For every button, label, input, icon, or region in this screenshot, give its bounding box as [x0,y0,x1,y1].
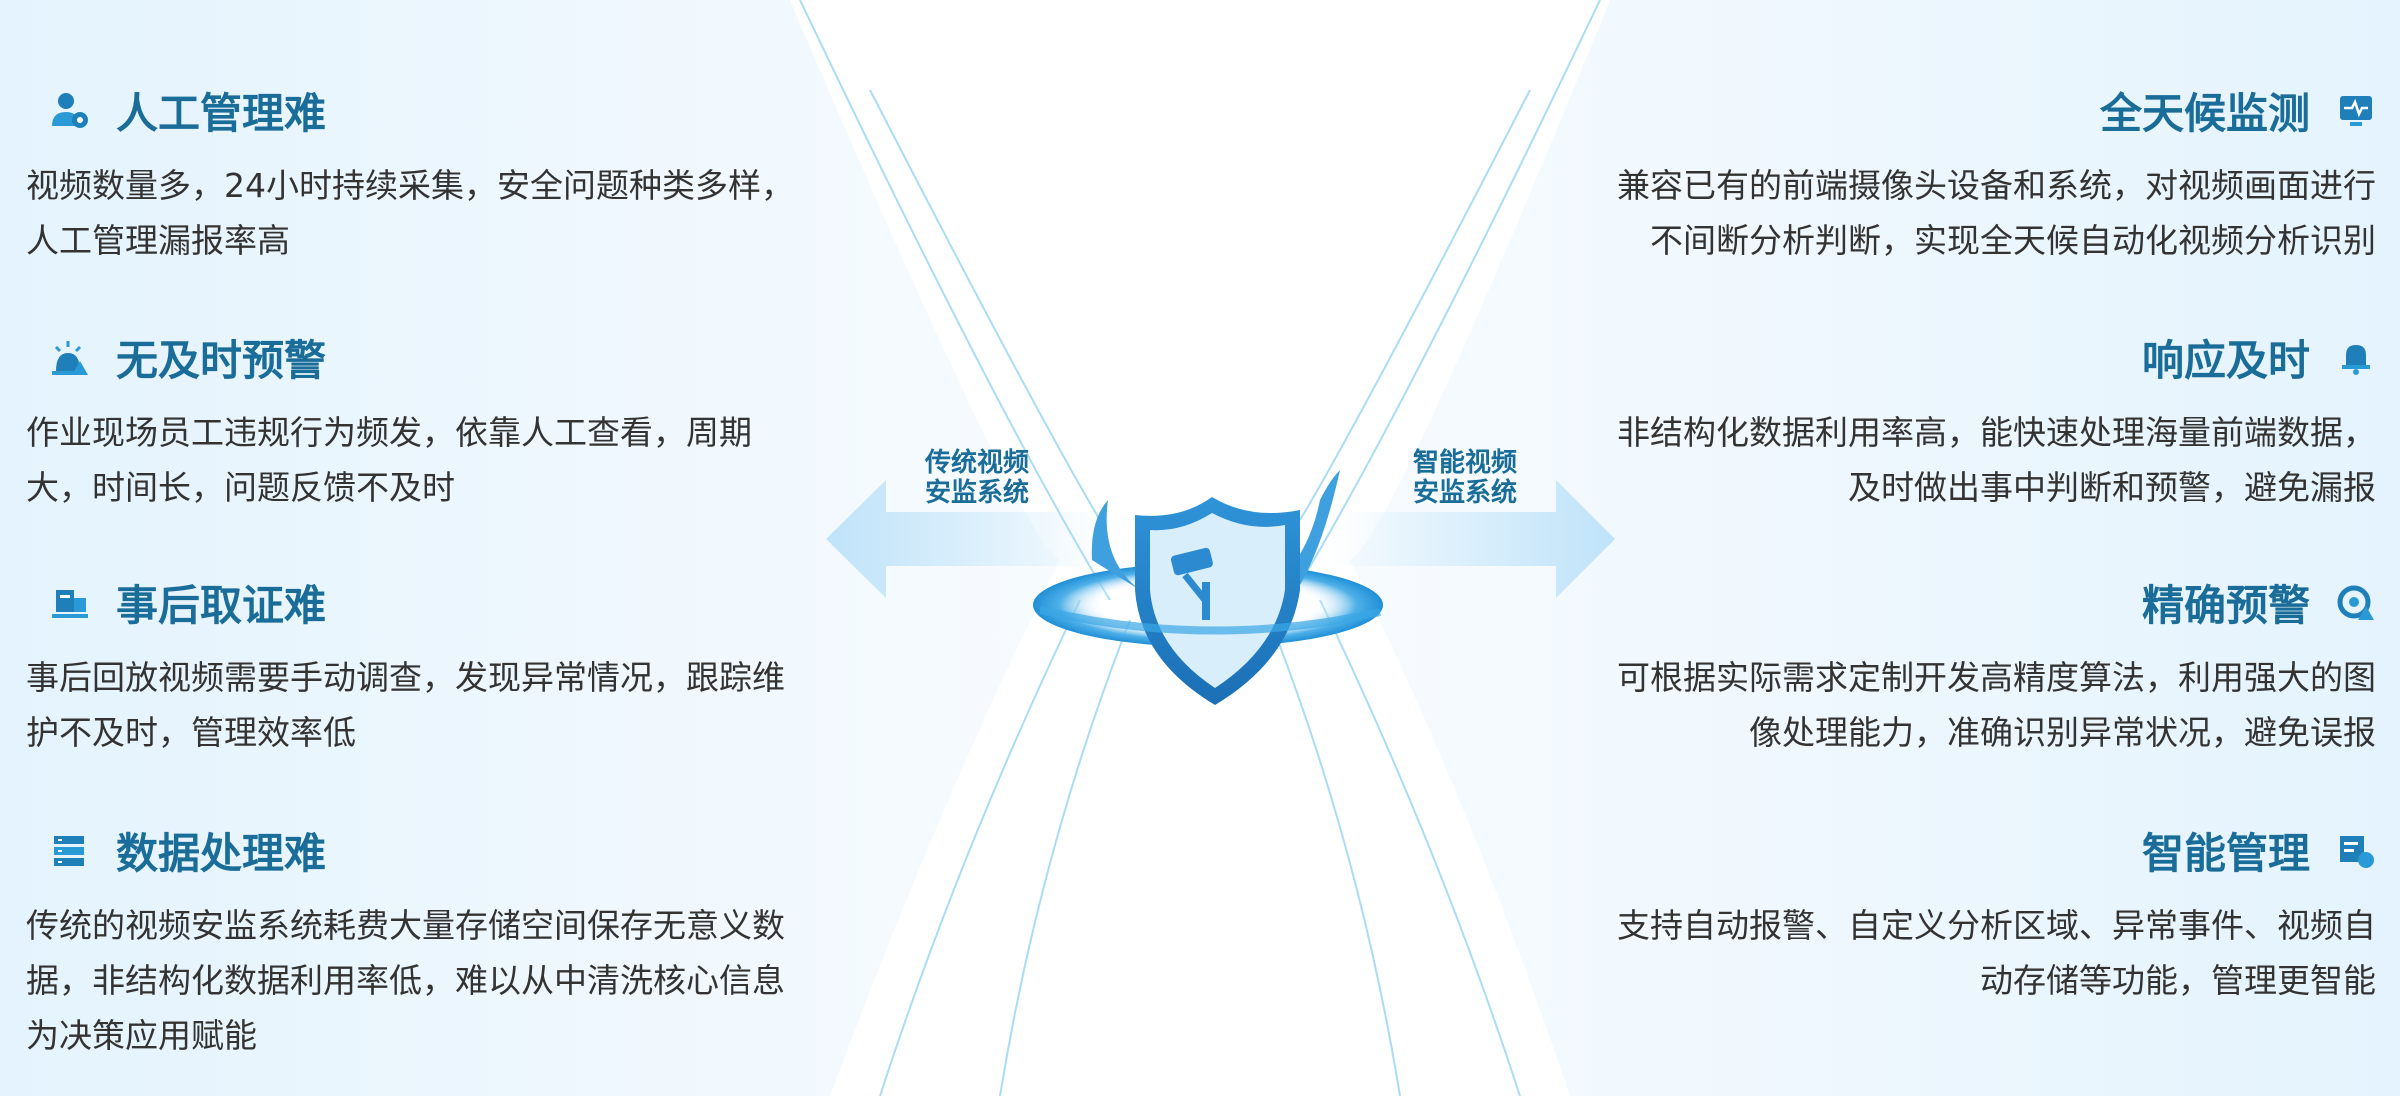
smart-system-label: 智能视频 安监系统 [1413,448,1518,508]
alarm-warning-icon [52,341,88,375]
user-gear-icon [52,93,88,128]
pain-point-manual-management: 人工管理难 视频数量多，24小时持续采集，安全问题种类多样，人工管理漏报率高 [26,88,794,261]
pain-point-no-warning: 无及时预警 作业现场员工违规行为频发，依靠人工查看，周期大，时间长，问题反馈不及… [26,335,752,508]
left-arrow [826,480,1110,598]
advantage-smart-management: 智能管理 支持自动报警、自定义分析区域、异常事件、视频自动存储等功能，管理更智能 [1617,828,2376,1001]
pain-point-data-processing: 数据处理难 传统的视频安监系统耗费大量存储空间保存无意义数据，非结构化数据利用率… [26,828,785,1056]
smart-manage-icon [2340,836,2374,868]
monitor-pulse-icon [2340,96,2372,126]
right-arrow [1330,480,1615,598]
truck-evidence-icon [52,590,88,618]
shield-camera-icon [1033,470,1383,705]
advantage-timely-response: 响应及时 非结构化数据利用率高，能快速处理海量前端数据，及时做出事中判断和预警，… [1617,335,2376,508]
advantage-all-weather: 全天候监测 兼容已有的前端摄像头设备和系统，对视频画面进行不间断分析判断，实现全… [1617,88,2376,261]
pain-point-evidence: 事后取证难 事后回放视频需要手动调查，发现异常情况，跟踪维护不及时，管理效率低 [26,580,785,753]
target-warning-icon [2337,585,2374,620]
bell-icon [2342,345,2370,375]
advantage-precise-warning: 精确预警 可根据实际需求定制开发高精度算法，利用强大的图像处理能力，准确识别异常… [1617,580,2376,753]
traditional-system-label: 传统视频 安监系统 [925,448,1030,508]
server-data-icon [54,836,84,866]
